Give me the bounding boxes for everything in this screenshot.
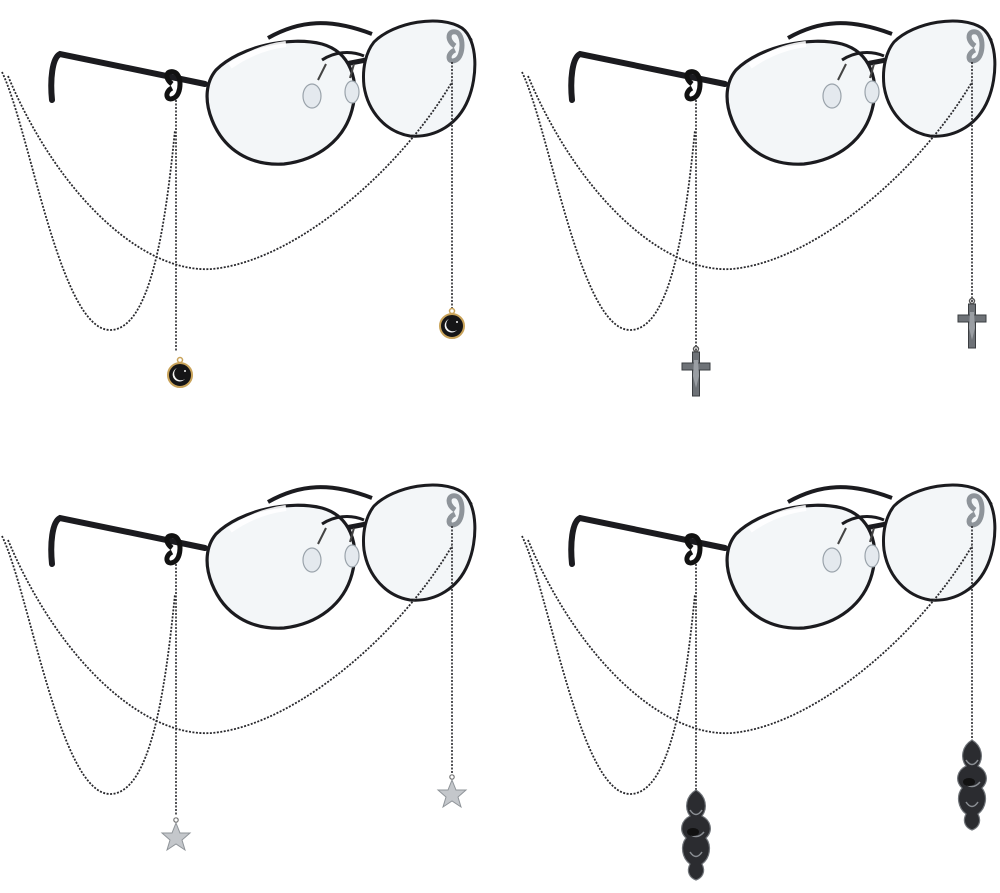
bat-icon — [680, 739, 988, 881]
glasses-chain-bat — [522, 485, 995, 881]
glasses-chain-star — [2, 485, 475, 851]
moon-icon — [167, 307, 465, 388]
cross-icon — [681, 297, 987, 397]
star-icon — [161, 774, 467, 851]
glasses-chain-moon — [2, 21, 475, 388]
glasses-chain-cross — [522, 21, 995, 397]
